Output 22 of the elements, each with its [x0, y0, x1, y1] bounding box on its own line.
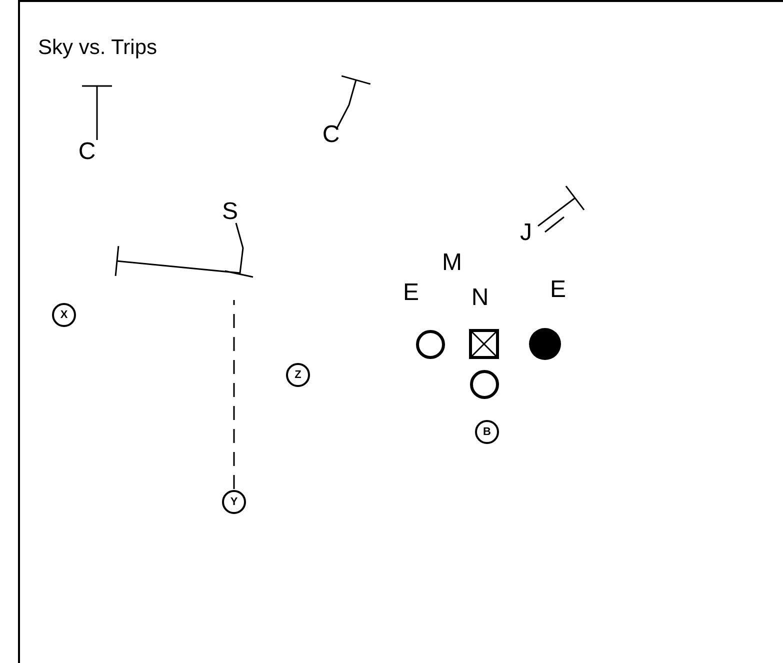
player-circle: B — [475, 420, 499, 444]
player-letter: C — [321, 123, 341, 147]
dashed-route-line — [233, 300, 235, 489]
player-letter: M — [442, 251, 462, 275]
player-circle — [470, 370, 498, 398]
player-dot — [529, 328, 561, 360]
player-circle: X — [52, 303, 76, 327]
player-letter: C — [77, 140, 97, 164]
player-letter: N — [470, 286, 490, 310]
route-line — [537, 185, 585, 233]
player-letter: E — [548, 278, 568, 302]
route-line — [114, 222, 254, 278]
player-circle: Y — [222, 490, 246, 514]
player-circle — [416, 330, 444, 358]
route-line — [81, 85, 113, 140]
player-letter: E — [401, 281, 421, 305]
title: Sky vs. Trips — [38, 36, 158, 60]
route-line — [336, 75, 372, 128]
center-square — [469, 329, 499, 359]
player-circle: Z — [286, 363, 310, 387]
player-letter: S — [220, 200, 240, 224]
player-letter: J — [516, 221, 536, 245]
